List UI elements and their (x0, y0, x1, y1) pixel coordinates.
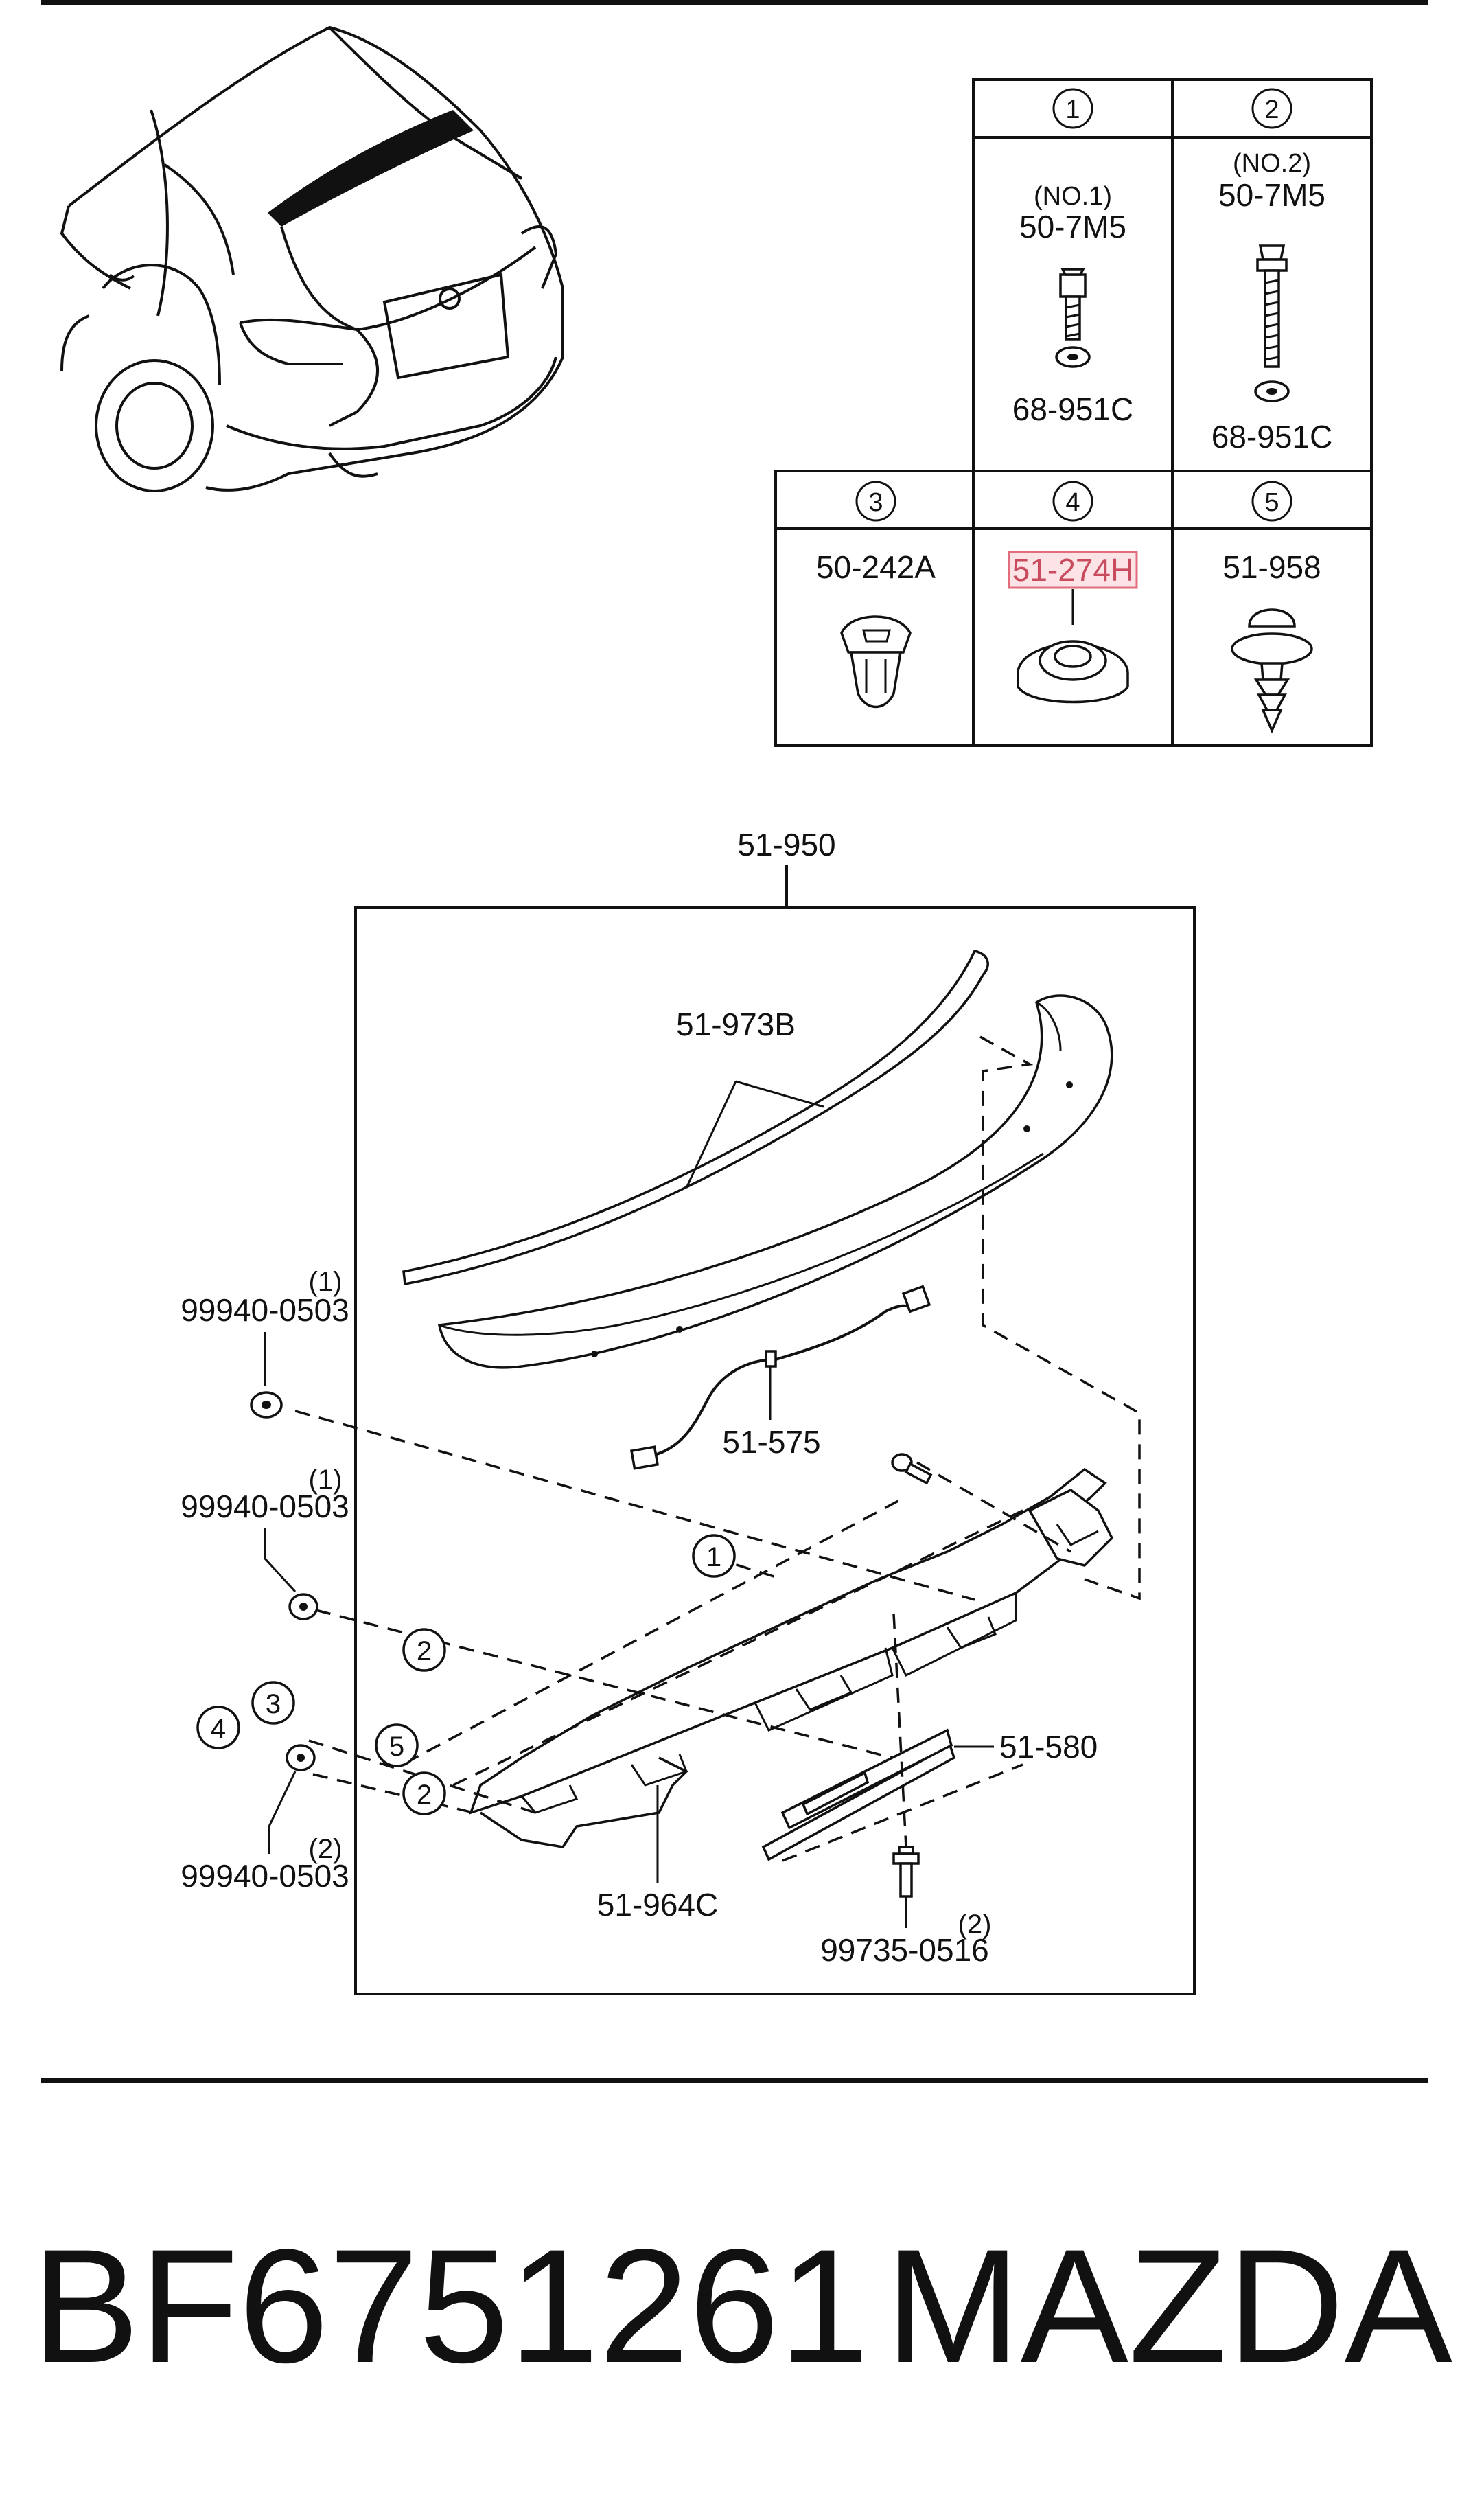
legend-cell-4: 4 51-274H (1008, 481, 1138, 704)
nut-bottom-label: 99940-0503 (181, 1858, 349, 1894)
seal-label: 51-973B (676, 1007, 796, 1042)
legend-cell-1: 1 (NO.1) 50-7M5 68-951C (1012, 88, 1133, 427)
nut-mid-label: 99940-0503 (181, 1489, 349, 1524)
assembly-label: 51-950 (737, 827, 835, 862)
legend-cell-2: 2 (NO.2) 50-7M5 68-951C (1211, 88, 1332, 455)
legend-cell-5: 5 51-958 (1222, 481, 1321, 734)
screw-qty: (2) (958, 1909, 992, 1940)
legend-variant: (NO.1) (1034, 182, 1112, 211)
harness-label: 51-575 (722, 1424, 820, 1460)
callout-4: 4 (196, 1706, 240, 1749)
high-mount-stop-lamp (761, 1728, 956, 1861)
nut-bottom: (2) 99940-0503 (181, 1744, 349, 1894)
legend-part-bottom: 68-951C (1211, 419, 1332, 455)
spoiler-bracket (469, 1467, 1114, 1848)
legend-part-highlighted: 51-274H (1012, 552, 1133, 588)
nut-top-label: 99940-0503 (181, 1292, 349, 1328)
callout-2-upper: 2 (402, 1628, 446, 1672)
legend-part: 51-958 (1222, 549, 1321, 585)
svg-text:2: 2 (417, 1636, 432, 1666)
callout-circle-icon (1251, 481, 1292, 522)
screw-label: 99735-0516 (820, 1932, 989, 1968)
highlight-box (1008, 551, 1138, 589)
spoiler-seal-strip (402, 949, 989, 1286)
legend-cell-id: 2 (1264, 95, 1279, 124)
legend-part: 50-242A (816, 549, 936, 585)
nut-mid-qty: (1) (309, 1465, 343, 1495)
callout-circle-icon (855, 481, 896, 522)
nut-top-qty: (1) (309, 1267, 343, 1297)
main-assembly: 51-950 51-973B 51-575 (181, 827, 1196, 1995)
callout-5: 5 (375, 1723, 419, 1767)
bolt-long-icon (1256, 244, 1288, 368)
glass-seal-strip (268, 110, 474, 227)
legend-cell-id: 3 (868, 488, 883, 517)
svg-text:4: 4 (211, 1714, 226, 1744)
bracket-label: 51-964C (597, 1887, 718, 1923)
clip-icon (840, 615, 912, 709)
callout-circle-icon (1251, 88, 1292, 129)
nut-middle: (1) 99940-0503 (181, 1465, 349, 1620)
rear-spoiler (437, 994, 1113, 1369)
svg-text:5: 5 (389, 1732, 404, 1762)
footer-part-number: BF6751261 (32, 2216, 869, 2397)
legend-table: 1 (NO.1) 50-7M5 68-951C 2 (NO.2) 50-7M5 (774, 78, 1373, 747)
callout-1: 1 (692, 1534, 736, 1578)
bolt-short-icon (1059, 268, 1087, 341)
legend-cell-id: 1 (1065, 95, 1080, 124)
callout-2-lower: 2 (402, 1771, 446, 1815)
grommet-icon (1017, 640, 1129, 704)
svg-text:2: 2 (417, 1780, 432, 1810)
legend-part-top: 50-7M5 (1019, 209, 1126, 244)
callout-3: 3 (251, 1681, 295, 1725)
legend-cell-3: 3 50-242A (816, 481, 936, 709)
assembly-frame (354, 906, 1196, 1995)
legend-part-bottom: 68-951C (1012, 391, 1133, 427)
push-rivet-icon (1231, 608, 1313, 734)
legend-cell-id: 5 (1264, 488, 1279, 517)
nut-bottom-qty: (2) (309, 1834, 343, 1864)
lamp-screw-icon (892, 1846, 920, 1898)
svg-text:3: 3 (266, 1689, 281, 1719)
callout-circle-icon (1052, 481, 1093, 522)
vehicle-rear-illustration (60, 25, 564, 492)
svg-text:1: 1 (706, 1542, 721, 1572)
lamp-label: 51-580 (999, 1729, 1098, 1765)
bracket-screw-icon (891, 1453, 933, 1485)
legend-cell-id: 4 (1065, 488, 1080, 517)
alignment-guide (979, 1035, 1141, 1600)
legend-variant: (NO.2) (1233, 149, 1311, 178)
footer-brand: MAZDA (885, 2216, 1452, 2397)
wiring-harness (629, 1285, 931, 1470)
callout-circle-icon (1052, 88, 1093, 129)
nut-top: (1) 99940-0503 (181, 1267, 349, 1419)
legend-table-lower (774, 470, 1373, 747)
legend-part-top: 50-7M5 (1218, 177, 1325, 213)
